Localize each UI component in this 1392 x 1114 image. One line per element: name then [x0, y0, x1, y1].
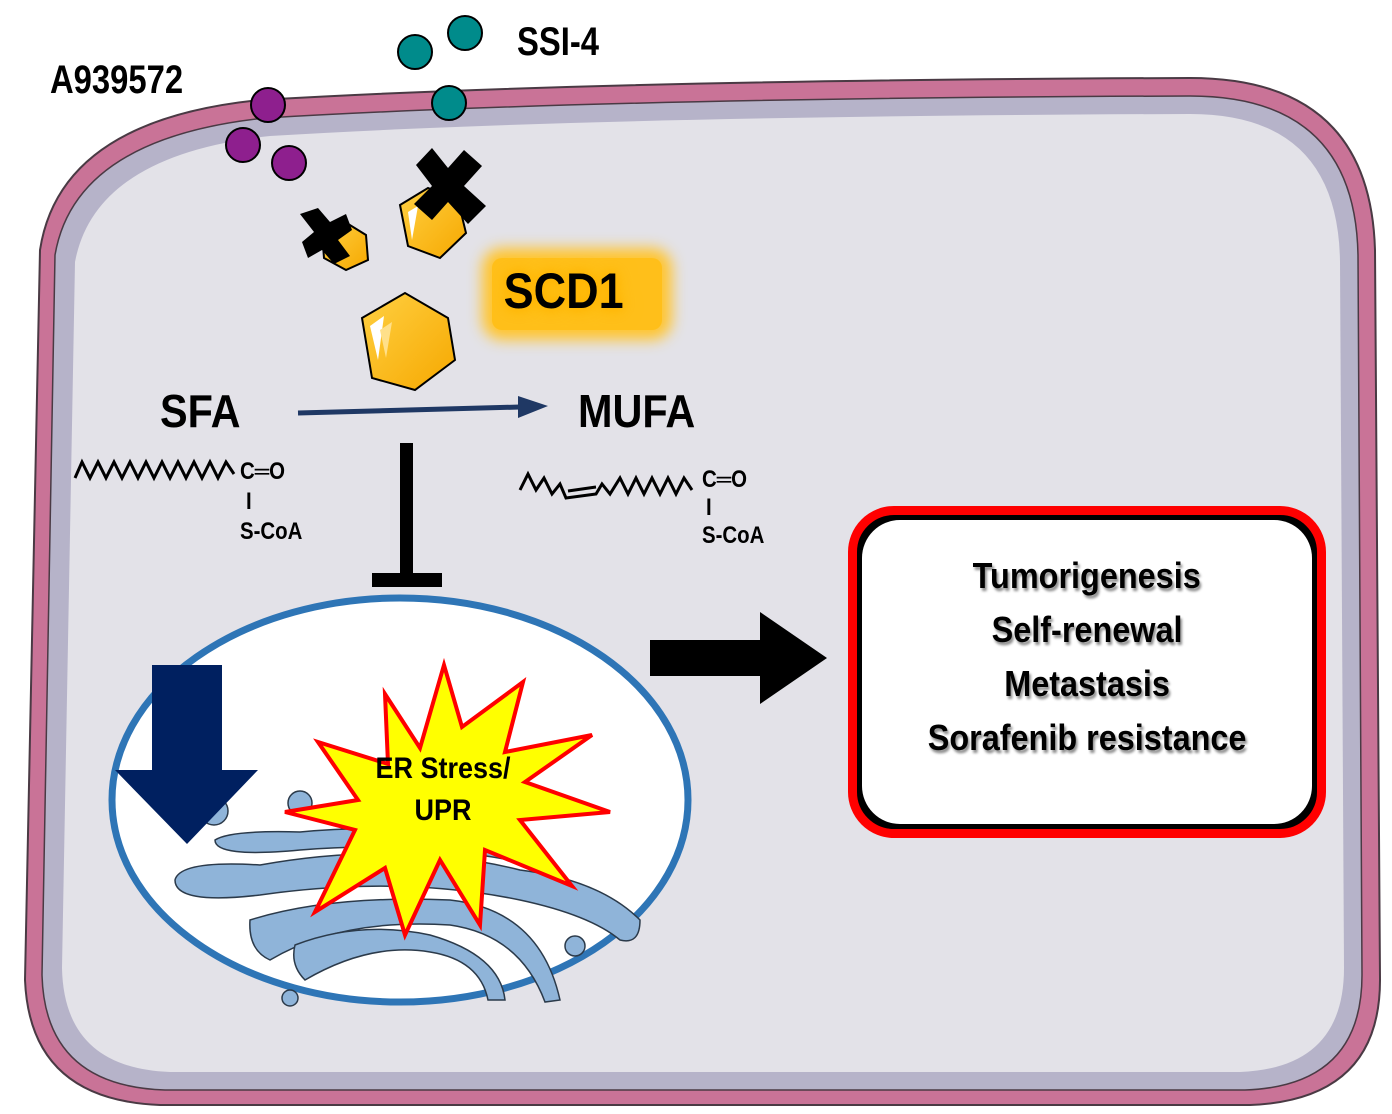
- scd1-label: SCD1: [503, 263, 624, 319]
- outcomes-box: Tumorigenesis Self-renewal Metastasis So…: [848, 506, 1326, 838]
- mufa-chain: [518, 470, 694, 500]
- er-stress-label: ER Stress/ UPR: [358, 748, 529, 832]
- sfa-carbonyl: C═O: [240, 458, 285, 486]
- inhibited-scd1-large: [398, 148, 486, 260]
- outcome-item: Sorafenib resistance: [927, 717, 1247, 758]
- ssi4-molecule: [431, 85, 467, 121]
- er-stress-label-line2: UPR: [414, 794, 472, 827]
- mufa-coa: S-CoA: [702, 522, 765, 549]
- a939572-molecule: [271, 145, 307, 181]
- er-stress-label-line1: ER Stress/: [375, 752, 511, 785]
- x-mark-icon: [414, 148, 486, 224]
- scd1-enzyme: [360, 291, 457, 392]
- ssi4-molecule: [397, 34, 433, 70]
- sfa-chain: [73, 458, 236, 482]
- decrease-arrow-icon: [115, 665, 258, 844]
- x-mark-icon: [300, 208, 352, 264]
- mufa-bond: I: [706, 494, 712, 521]
- a939572-molecules: [225, 87, 307, 181]
- sfa-coa: S-CoA: [240, 518, 303, 545]
- outcome-item: Self-renewal: [991, 609, 1183, 650]
- outcome-arrow: [650, 612, 827, 704]
- sfa-bond: I: [246, 488, 252, 515]
- a939572-molecule: [250, 87, 286, 123]
- ssi4-label: SSI-4: [517, 20, 600, 64]
- inhibition-arrow: [372, 443, 442, 587]
- a939572-label: A939572: [50, 58, 184, 102]
- scd1-label-highlight: [492, 258, 662, 330]
- outcome-item: Tumorigenesis: [972, 555, 1202, 596]
- sfa-carbonyl-text: C═O: [240, 458, 286, 485]
- ssi4-molecules: [397, 15, 483, 121]
- ssi4-molecule: [447, 15, 483, 51]
- inhibited-scd1-small: [300, 208, 370, 272]
- outcomes-box-inner: Tumorigenesis Self-renewal Metastasis So…: [862, 520, 1312, 824]
- a939572-molecule: [225, 127, 261, 163]
- mufa-label: MUFA: [578, 385, 696, 437]
- sfa-label: SFA: [160, 385, 241, 437]
- outcome-item: Metastasis: [1004, 663, 1170, 704]
- mufa-carbonyl: C═O: [702, 466, 748, 493]
- er-stress-burst: [284, 657, 611, 941]
- conversion-arrow: [297, 396, 548, 418]
